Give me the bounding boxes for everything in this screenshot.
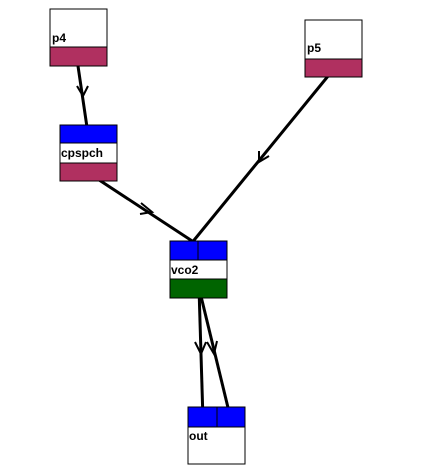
output-port[interactable] [169,278,228,299]
input-port[interactable] [59,124,118,144]
node-out[interactable]: out [187,406,246,465]
arrowhead-icon [206,340,218,357]
arrowhead-icon [258,151,270,164]
node-label: out [189,429,208,443]
node-body [304,19,363,60]
node-cpspch[interactable]: cpspch [59,124,118,182]
input-port[interactable] [169,240,199,261]
edge-vco2-to-out-right[interactable] [197,287,233,421]
arrowhead-icon [139,202,155,215]
node-p4[interactable]: p4 [49,8,108,67]
edge-vco2-to-out-left[interactable] [194,287,207,421]
output-port[interactable] [59,162,118,182]
node-p5[interactable]: p5 [304,19,363,78]
input-port[interactable] [187,406,218,428]
output-port[interactable] [49,46,108,67]
edge-p4-to-cpspch[interactable] [76,65,90,135]
edge-p5-to-vco2[interactable] [184,69,335,251]
arrowhead-icon [76,85,89,99]
node-label: p5 [307,41,321,55]
input-port[interactable] [197,240,228,261]
edges-layer [76,65,335,421]
input-port[interactable] [216,406,246,428]
node-label: vco2 [171,263,199,277]
node-body [187,426,246,465]
arrowhead-icon [194,341,207,357]
node-body [49,8,108,48]
node-label: cpspch [61,146,103,160]
output-port[interactable] [304,58,363,78]
node-label: p4 [52,31,66,45]
node-vco2[interactable]: vco2 [169,240,228,299]
